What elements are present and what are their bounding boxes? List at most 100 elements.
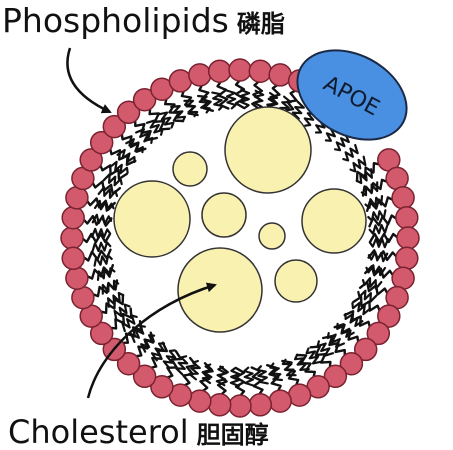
phospholipid-head-icon <box>150 375 174 399</box>
cholesterol-droplet-icon <box>177 247 263 333</box>
phospholipid-head-icon <box>60 226 84 250</box>
cholesterol-droplet-icon <box>201 192 247 238</box>
cholesterol-pointer-arrow-icon <box>86 282 217 399</box>
phospholipid-head-icon <box>248 393 273 417</box>
phospholipid-head-icon <box>132 87 157 112</box>
lipid-tail-icon <box>108 160 129 175</box>
phospholipid-head-icon <box>89 321 114 346</box>
lipid-tail-icon <box>91 279 119 298</box>
lipid-tail-icon <box>157 111 175 129</box>
lipid-tail-icon <box>215 365 227 387</box>
lipid-tail-icon <box>234 78 246 110</box>
lipid-tail-icon <box>225 89 237 110</box>
lipid-tail-icon <box>148 106 171 131</box>
lipid-tail-icon <box>162 349 177 370</box>
lipid-tail-icon <box>113 303 131 321</box>
lipid-tail-icon <box>351 301 372 316</box>
lipid-tail-icon <box>266 364 282 393</box>
lipid-tail-icon <box>293 353 310 371</box>
phospholipid-head-icon <box>188 389 212 413</box>
lipid-tail-icon <box>90 227 112 239</box>
phospholipid-head-icon <box>391 266 415 290</box>
lipid-tail-icon <box>149 341 168 370</box>
lipid-tail-icon <box>355 162 382 183</box>
lipid-tail-icon <box>358 280 389 296</box>
lipid-tail-icon <box>368 223 389 235</box>
phospholipid-head-icon <box>228 58 252 82</box>
lipid-tail-icon <box>334 133 350 152</box>
lipid-tail-icon <box>120 320 144 344</box>
lipid-tail-icon <box>108 307 133 330</box>
lipid-tail-icon <box>368 214 398 228</box>
lipid-tail-icon <box>91 241 112 253</box>
phospholipid-head-icon <box>132 364 157 389</box>
lipid-tail-icon <box>91 180 122 196</box>
cholesterol-droplet-icon <box>301 188 367 254</box>
lipid-tail-icon <box>216 80 230 110</box>
lipid-tail-icon <box>250 366 264 396</box>
phospholipids-label-cjk: 磷脂 <box>236 10 285 38</box>
phospholipid-head-icon <box>323 364 348 389</box>
cholesterol-label-text: Cholesterol <box>8 413 189 450</box>
lipid-tail-icon <box>120 132 147 153</box>
phospholipid-head-icon <box>168 69 193 93</box>
lipid-tail-icon <box>85 264 114 280</box>
cholesterol-droplet-icon <box>113 180 191 258</box>
lipid-tail-icon <box>368 232 400 244</box>
phospholipid-head-icon <box>385 166 409 191</box>
phospholipid-head-icon <box>61 205 85 230</box>
lipid-tail-icon <box>333 323 360 344</box>
lipid-tail-icon <box>368 237 390 249</box>
lipid-tail-icon <box>98 163 128 181</box>
cholesterol-droplet-icon <box>258 222 286 250</box>
phospholipid-head-icon <box>268 63 292 87</box>
phospholipid-head-icon <box>102 114 127 139</box>
lipid-tail-icon <box>343 310 372 329</box>
lipid-tail-icon <box>367 251 389 263</box>
phospholipid-head-icon <box>268 389 292 413</box>
phospholipid-head-icon <box>377 304 401 328</box>
lipid-tail-icon <box>243 366 255 387</box>
lipid-tail-icon <box>108 147 137 166</box>
phospholipid-head-icon <box>89 130 114 155</box>
lipid-tail-icon <box>349 155 367 173</box>
phospholipid-head-icon <box>116 351 141 376</box>
lipid-tail-icon <box>342 143 359 162</box>
phospholipid-head-icon <box>207 393 232 417</box>
phospholipid-head-icon <box>65 186 89 210</box>
phospholipid-head-icon <box>353 337 378 362</box>
phospholipid-head-icon <box>116 100 141 125</box>
lipid-tail-icon <box>182 356 198 387</box>
lipid-tail-icon <box>150 342 166 362</box>
lipid-tail-icon <box>85 197 116 211</box>
phospholipid-head-icon <box>65 266 89 290</box>
lipid-tail-icon <box>229 366 241 388</box>
apoe-protein: APOE <box>296 49 408 141</box>
cholesterol-droplet-icon <box>224 106 312 194</box>
phospholipid-head-icon <box>395 246 419 271</box>
lipid-tail-icon <box>180 89 199 117</box>
lipid-tail-icon <box>344 312 364 328</box>
phospholipid-head-icon <box>339 351 364 376</box>
lipid-tail-icon <box>253 89 265 111</box>
lipid-tail-icon <box>309 345 332 370</box>
lipid-tail-icon <box>91 213 113 225</box>
lipid-tail-icon <box>165 350 183 380</box>
lipid-tail-icon <box>366 196 395 212</box>
lipid-tail-icon <box>281 359 300 387</box>
lipid-tail-icon <box>198 83 214 112</box>
lipid-tail-icon <box>355 168 373 185</box>
phospholipid-head-icon <box>248 59 273 83</box>
phospholipid-head-icon <box>61 246 85 271</box>
lipid-tail-icon <box>239 88 251 110</box>
lipid-tail-icon <box>361 178 389 197</box>
cholesterol-label-cjk: 胆固醇 <box>196 421 269 449</box>
apoe-protein-icon <box>296 49 408 141</box>
phospholipid-head-icon <box>228 394 252 418</box>
phospholipid-head-icon <box>188 63 212 87</box>
lipid-tail-icon <box>80 232 112 244</box>
